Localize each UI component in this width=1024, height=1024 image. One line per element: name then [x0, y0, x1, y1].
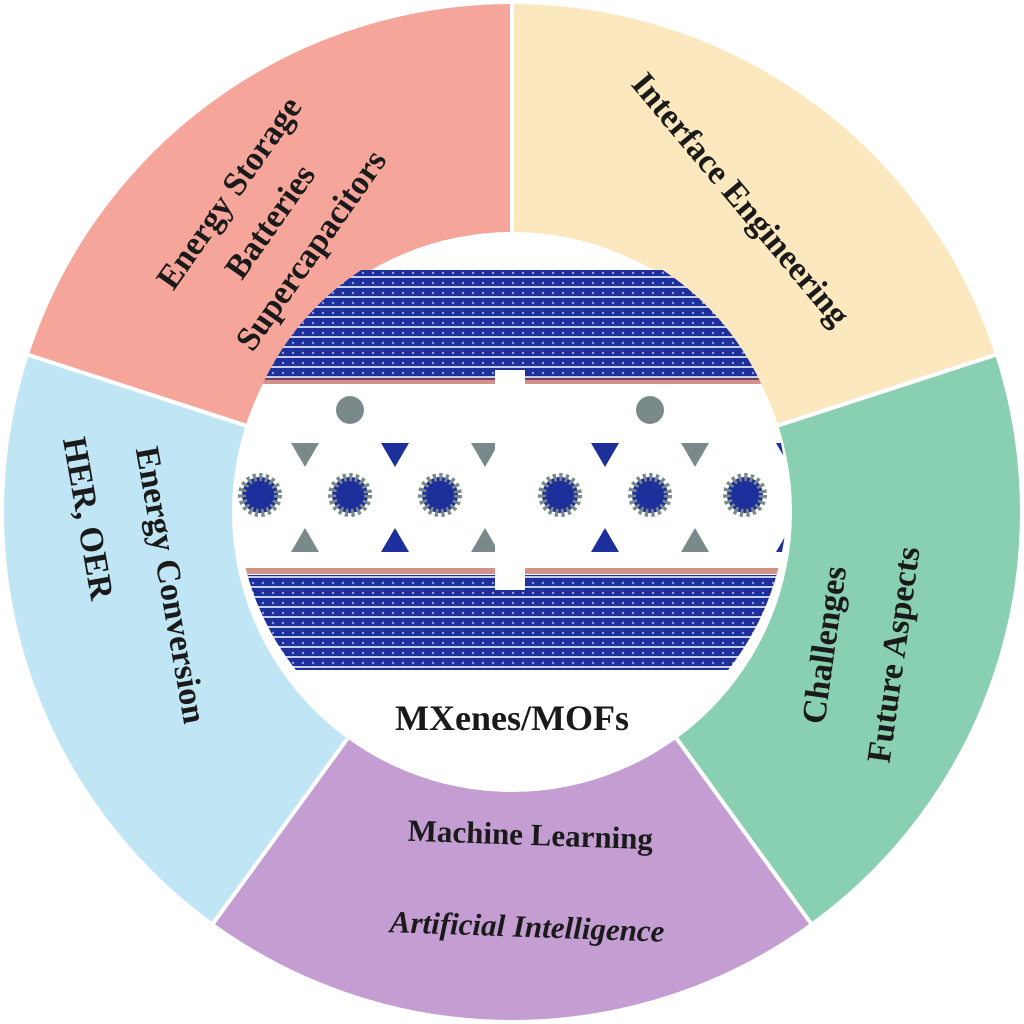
- mxene-mof-structure-image: [237, 270, 787, 670]
- mof-node: [723, 473, 767, 517]
- mof-node: [328, 473, 372, 517]
- mof-node: [418, 473, 462, 517]
- mof-node: [336, 396, 364, 424]
- mof-node: [636, 396, 664, 424]
- mof-linker: [681, 443, 709, 467]
- mof-linker: [591, 528, 619, 552]
- mof-linker: [591, 443, 619, 467]
- svg-text:Machine Learning: Machine Learning: [407, 813, 654, 857]
- mof-node: [238, 473, 282, 517]
- mof-linker: [471, 528, 499, 552]
- mof-node: [628, 473, 672, 517]
- mof-node: [538, 473, 582, 517]
- center-title: MXenes/MOFs: [395, 698, 629, 738]
- mof-linker: [381, 443, 409, 467]
- mof-linker: [471, 443, 499, 467]
- mof-linker: [291, 443, 319, 467]
- mof-linker: [291, 528, 319, 552]
- mof-linker: [681, 528, 709, 552]
- mof-linker: [776, 528, 787, 552]
- segment-label-machine-learning: Machine Learning Artificial Intelligence: [387, 813, 665, 949]
- mof-linker: [381, 528, 409, 552]
